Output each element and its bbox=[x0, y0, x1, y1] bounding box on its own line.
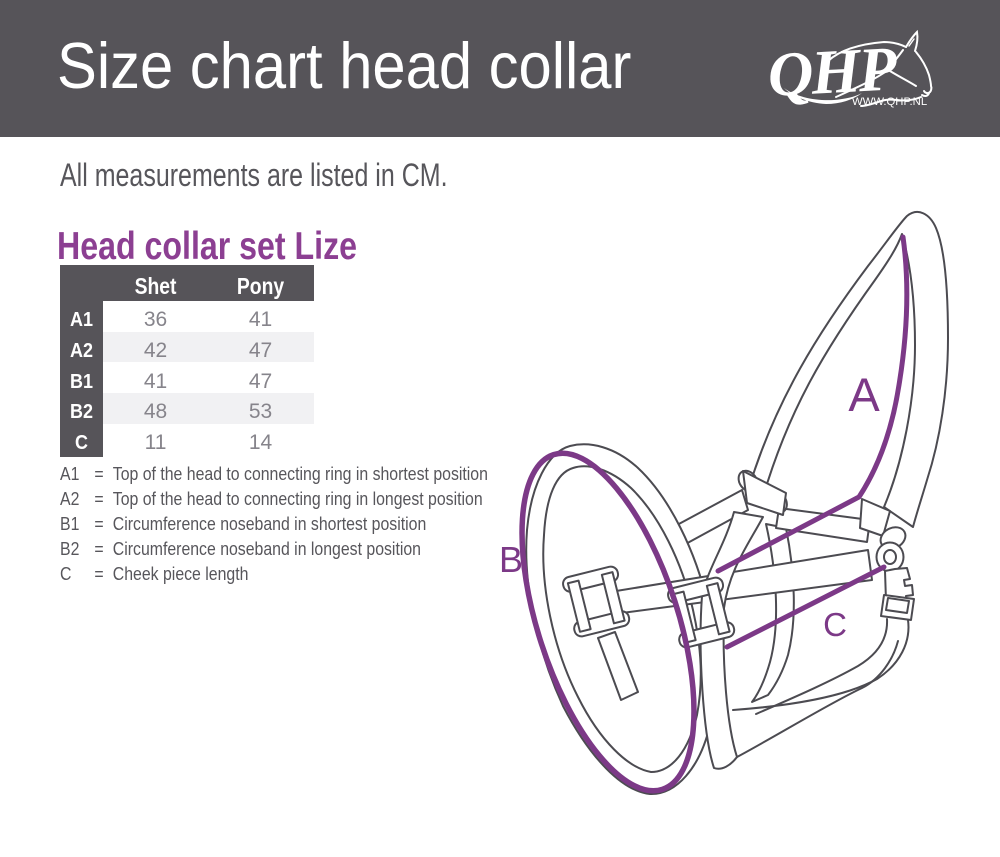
svg-text:QHP: QHP bbox=[766, 33, 899, 110]
svg-text:A: A bbox=[848, 368, 880, 421]
svg-text:WWW.QHP.NL: WWW.QHP.NL bbox=[852, 96, 927, 108]
svg-text:C: C bbox=[823, 606, 847, 643]
svg-text:B: B bbox=[499, 539, 523, 580]
